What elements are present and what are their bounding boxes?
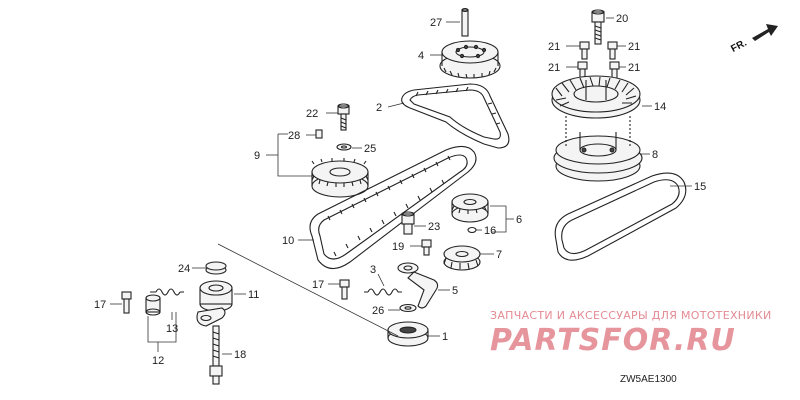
part-28-key [315, 129, 323, 139]
callout-7: 7 [496, 249, 502, 261]
part-6-gear [451, 193, 489, 223]
part-14-flywheel-fan [551, 75, 641, 119]
callout-27: 27 [430, 17, 442, 29]
callout-25: 25 [364, 143, 376, 155]
callout-14: 14 [654, 101, 666, 113]
watermark-tagline: ЗАПЧАСТИ И АКСЕССУАРЫ ДЛЯ МОТОТЕХНИКИ [490, 309, 772, 322]
part-16-o-ring [467, 226, 477, 234]
part-12-collar [145, 294, 161, 316]
callout-15: 15 [694, 181, 706, 193]
part-26-washer [399, 303, 417, 313]
part-13-spring [150, 288, 184, 296]
callout-10: 10 [282, 235, 294, 247]
part-3-spring [364, 288, 402, 296]
watermark: ЗАПЧАСТИ И АКСЕССУАРЫ ДЛЯ МОТОТЕХНИКИ PA… [490, 309, 772, 358]
part-9-crank-pulley [311, 158, 369, 198]
callout-23: 23 [428, 221, 440, 233]
callout-20: 20 [616, 13, 628, 25]
callout-19: 19 [392, 241, 404, 253]
callout-21-c: 21 [548, 62, 560, 74]
callout-24: 24 [178, 263, 190, 275]
part-22-bolt [337, 103, 350, 131]
callout-13: 13 [166, 323, 178, 335]
part-19-bolt [421, 239, 432, 256]
watermark-brand: PARTSFOR.RU [490, 323, 736, 358]
callout-17-a: 17 [312, 279, 324, 291]
part-5-tensioner-arm [397, 262, 439, 309]
callout-4: 4 [418, 50, 424, 62]
callout-18: 18 [234, 349, 246, 361]
callout-21-b: 21 [628, 41, 640, 53]
callout-11: 11 [248, 289, 259, 301]
part-1-idler-pulley [387, 321, 429, 347]
callout-28: 28 [288, 130, 300, 142]
callout-3: 3 [370, 264, 376, 276]
part-11-tensioner-body [196, 280, 233, 327]
part-23-cap [401, 211, 415, 235]
front-direction-label: FR. [729, 37, 749, 54]
callout-21-a: 21 [548, 41, 560, 53]
callout-17-b: 17 [94, 299, 106, 311]
callout-22: 22 [306, 108, 318, 120]
callout-21-d: 21 [628, 62, 640, 74]
part-15-v-belt [554, 172, 687, 261]
part-24-cap [205, 261, 227, 275]
callout-9: 9 [254, 150, 260, 162]
front-direction-indicator: FR. [729, 24, 778, 55]
part-4-cam-pulley [439, 40, 501, 79]
part-2-timing-belt [401, 83, 510, 149]
callout-2: 2 [376, 102, 382, 114]
callout-16: 16 [484, 225, 496, 237]
part-18-stud-bolt [209, 325, 223, 385]
part-17-bolt-b [121, 291, 132, 314]
callout-12: 12 [152, 355, 164, 367]
part-20-bolt [591, 9, 605, 45]
callout-26: 26 [372, 305, 384, 317]
callout-5: 5 [452, 285, 458, 297]
part-10-timing-belt [309, 145, 477, 270]
part-27-pin [461, 7, 469, 37]
diagram-code: ZW5AE1300 [620, 374, 677, 385]
part-7-gear [443, 245, 481, 271]
callout-1: 1 [442, 331, 448, 343]
part-8-pulley [553, 116, 643, 182]
part-17-bolt-a [339, 279, 350, 300]
callout-6: 6 [516, 214, 522, 226]
part-21-bolts [577, 41, 620, 80]
front-arrow-icon [752, 24, 778, 41]
part-25-washer [336, 143, 352, 151]
callout-8: 8 [652, 149, 658, 161]
